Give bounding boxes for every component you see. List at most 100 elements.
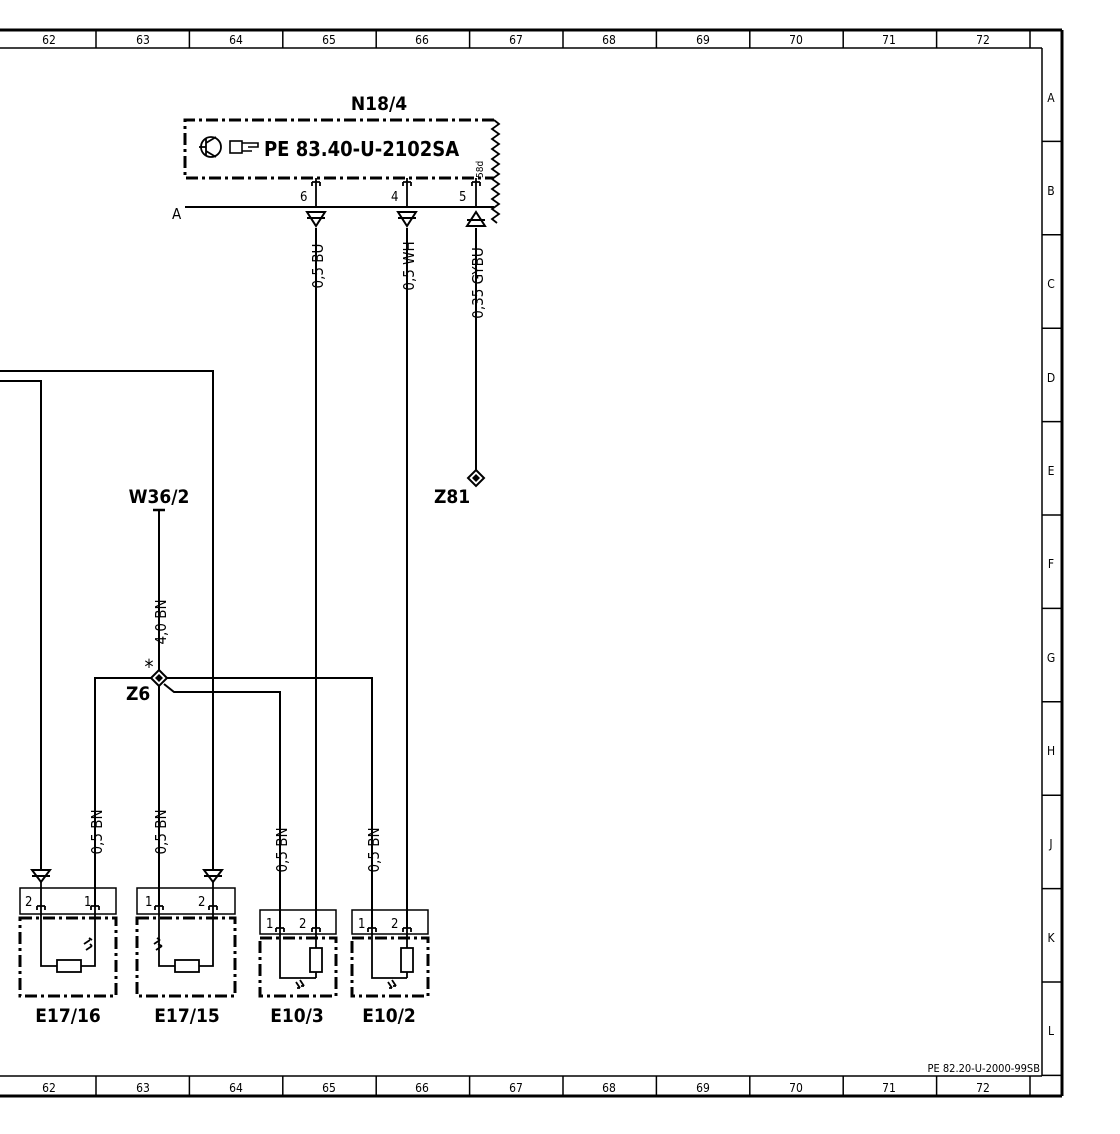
component-housing — [135, 916, 237, 998]
wire-label-bn-a: 0,5 BN — [88, 809, 106, 854]
column-label-top: 72 — [976, 33, 990, 47]
wire-label-bn-c: 0,5 BN — [273, 827, 291, 872]
pointing-hand-icon — [229, 140, 259, 154]
pin-label: 2 — [25, 895, 32, 910]
column-label-top: 69 — [696, 33, 710, 47]
wire-z6-right-short — [163, 683, 281, 928]
row-ticks — [1042, 140, 1062, 1077]
component-label: E17/16 — [35, 1005, 101, 1027]
column-label-bottom: 70 — [789, 1081, 803, 1095]
column-label-top: 71 — [882, 33, 896, 47]
node-z81: Z81 — [434, 468, 486, 508]
pin-label: 2 — [299, 917, 306, 932]
row-label: H — [1047, 744, 1055, 758]
column-label-bottom: 66 — [415, 1081, 429, 1095]
control-unit-reference: PE 83.40-U-2102SA — [264, 137, 459, 161]
node-w36-2: W36/2 — [129, 486, 190, 512]
lamp-icon — [295, 979, 305, 989]
pin-label: 2 — [198, 895, 205, 910]
column-label-top: 67 — [509, 33, 523, 47]
component-label: E10/2 — [362, 1005, 416, 1027]
component-e10-2: 1 2 E10/2 — [350, 909, 430, 1027]
control-unit-name: N18/4 — [351, 93, 407, 115]
node-z6: * Z6 — [126, 655, 169, 705]
row-label: J — [1048, 837, 1052, 851]
column-labels-top: 62 63 64 65 66 67 68 69 70 71 72 — [42, 33, 990, 47]
wire-label-w36: 4,0 BN — [152, 599, 170, 644]
column-ticks — [95, 30, 1031, 1096]
pin-4-label: 4 — [391, 190, 398, 205]
row-label: G — [1047, 651, 1055, 665]
row-label: F — [1048, 557, 1054, 571]
lamp-resistor-icon — [56, 959, 82, 973]
wire-z6-left — [94, 677, 152, 906]
transistor-icon — [199, 136, 222, 158]
wire-label-bn-b: 0,5 BN — [152, 809, 170, 854]
component-label: E10/3 — [270, 1005, 324, 1027]
socket-bu-icon — [305, 211, 327, 228]
cut-edge — [490, 119, 501, 224]
lamp-icon — [83, 937, 93, 951]
column-label-top: 68 — [602, 33, 616, 47]
column-label-top: 64 — [229, 33, 243, 47]
lamp-icon — [153, 937, 163, 951]
socket-e17-15-icon — [202, 869, 224, 884]
lamp-icon — [387, 979, 397, 989]
column-labels-bottom: 62 63 64 65 66 67 68 69 70 71 72 — [42, 1081, 990, 1095]
socket-e17-16-icon — [30, 869, 52, 884]
column-label-bottom: 67 — [509, 1081, 523, 1095]
pin-label: 1 — [266, 917, 273, 932]
column-label-bottom: 64 — [229, 1081, 243, 1095]
row-label: C — [1047, 277, 1055, 291]
row-label: K — [1047, 931, 1055, 945]
pin-label: 1 — [84, 895, 91, 910]
wire-left-feed-a — [0, 380, 42, 870]
column-label-top: 65 — [322, 33, 336, 47]
wiring — [0, 228, 477, 928]
wire-label-gybu: 0,35 GYBU — [469, 247, 487, 318]
wire-labels: 0,5 BU 0,5 WH 0,35 GYBU 4,0 BN 0,5 BN 0,… — [88, 241, 487, 872]
pin-note-58d: 58d — [475, 161, 486, 178]
socket-wh-icon — [396, 211, 418, 228]
pin-5-label: 5 — [459, 190, 466, 205]
lamp-resistor-icon — [174, 959, 200, 973]
plug-connector-icons — [30, 210, 487, 884]
component-housing — [18, 916, 118, 998]
splice-mark: * — [145, 655, 154, 679]
component-e17-15: 1 2 E17/15 — [135, 882, 237, 1027]
column-label-bottom: 69 — [696, 1081, 710, 1095]
column-label-top: 66 — [415, 33, 429, 47]
footer-reference: PE 82.20-U-2000-99SB — [928, 1062, 1041, 1075]
lamp-resistor-icon — [400, 947, 414, 973]
column-label-bottom: 68 — [602, 1081, 616, 1095]
wire-label-bn-d: 0,5 BN — [365, 827, 383, 872]
node-w36-label: W36/2 — [129, 486, 190, 508]
row-label: E — [1048, 464, 1055, 478]
lamp-resistor-icon — [309, 947, 323, 973]
column-label-top: 70 — [789, 33, 803, 47]
wire-label-wh: 0,5 WH — [400, 241, 418, 290]
column-label-bottom: 62 — [42, 1081, 56, 1095]
pin-label: 1 — [145, 895, 152, 910]
column-label-top: 63 — [136, 33, 150, 47]
wire-left-feed-b — [0, 370, 214, 870]
row-labels: A B C D E F G H J K L — [1047, 91, 1056, 1038]
side-label-a: A — [172, 205, 182, 223]
control-unit-n18-4: N18/4 PE 83.40-U-2102SA 58d A 6 4 5 — [172, 93, 501, 224]
row-label: D — [1047, 371, 1055, 385]
row-label: B — [1047, 184, 1054, 198]
pin-label: 1 — [358, 917, 365, 932]
column-label-bottom: 65 — [322, 1081, 336, 1095]
socket-gybu-icon — [465, 210, 487, 227]
node-z6-label: Z6 — [126, 683, 150, 705]
control-unit-box — [183, 118, 494, 180]
component-e17-16: 2 1 E17/16 — [18, 882, 118, 1027]
component-label: E17/15 — [154, 1005, 220, 1027]
frame — [0, 28, 1064, 1098]
column-label-top: 62 — [42, 33, 56, 47]
column-label-bottom: 72 — [976, 1081, 990, 1095]
component-e10-3: 1 2 E10/3 — [258, 909, 338, 1027]
node-z81-label: Z81 — [434, 486, 470, 508]
pin-stubs — [311, 178, 481, 207]
